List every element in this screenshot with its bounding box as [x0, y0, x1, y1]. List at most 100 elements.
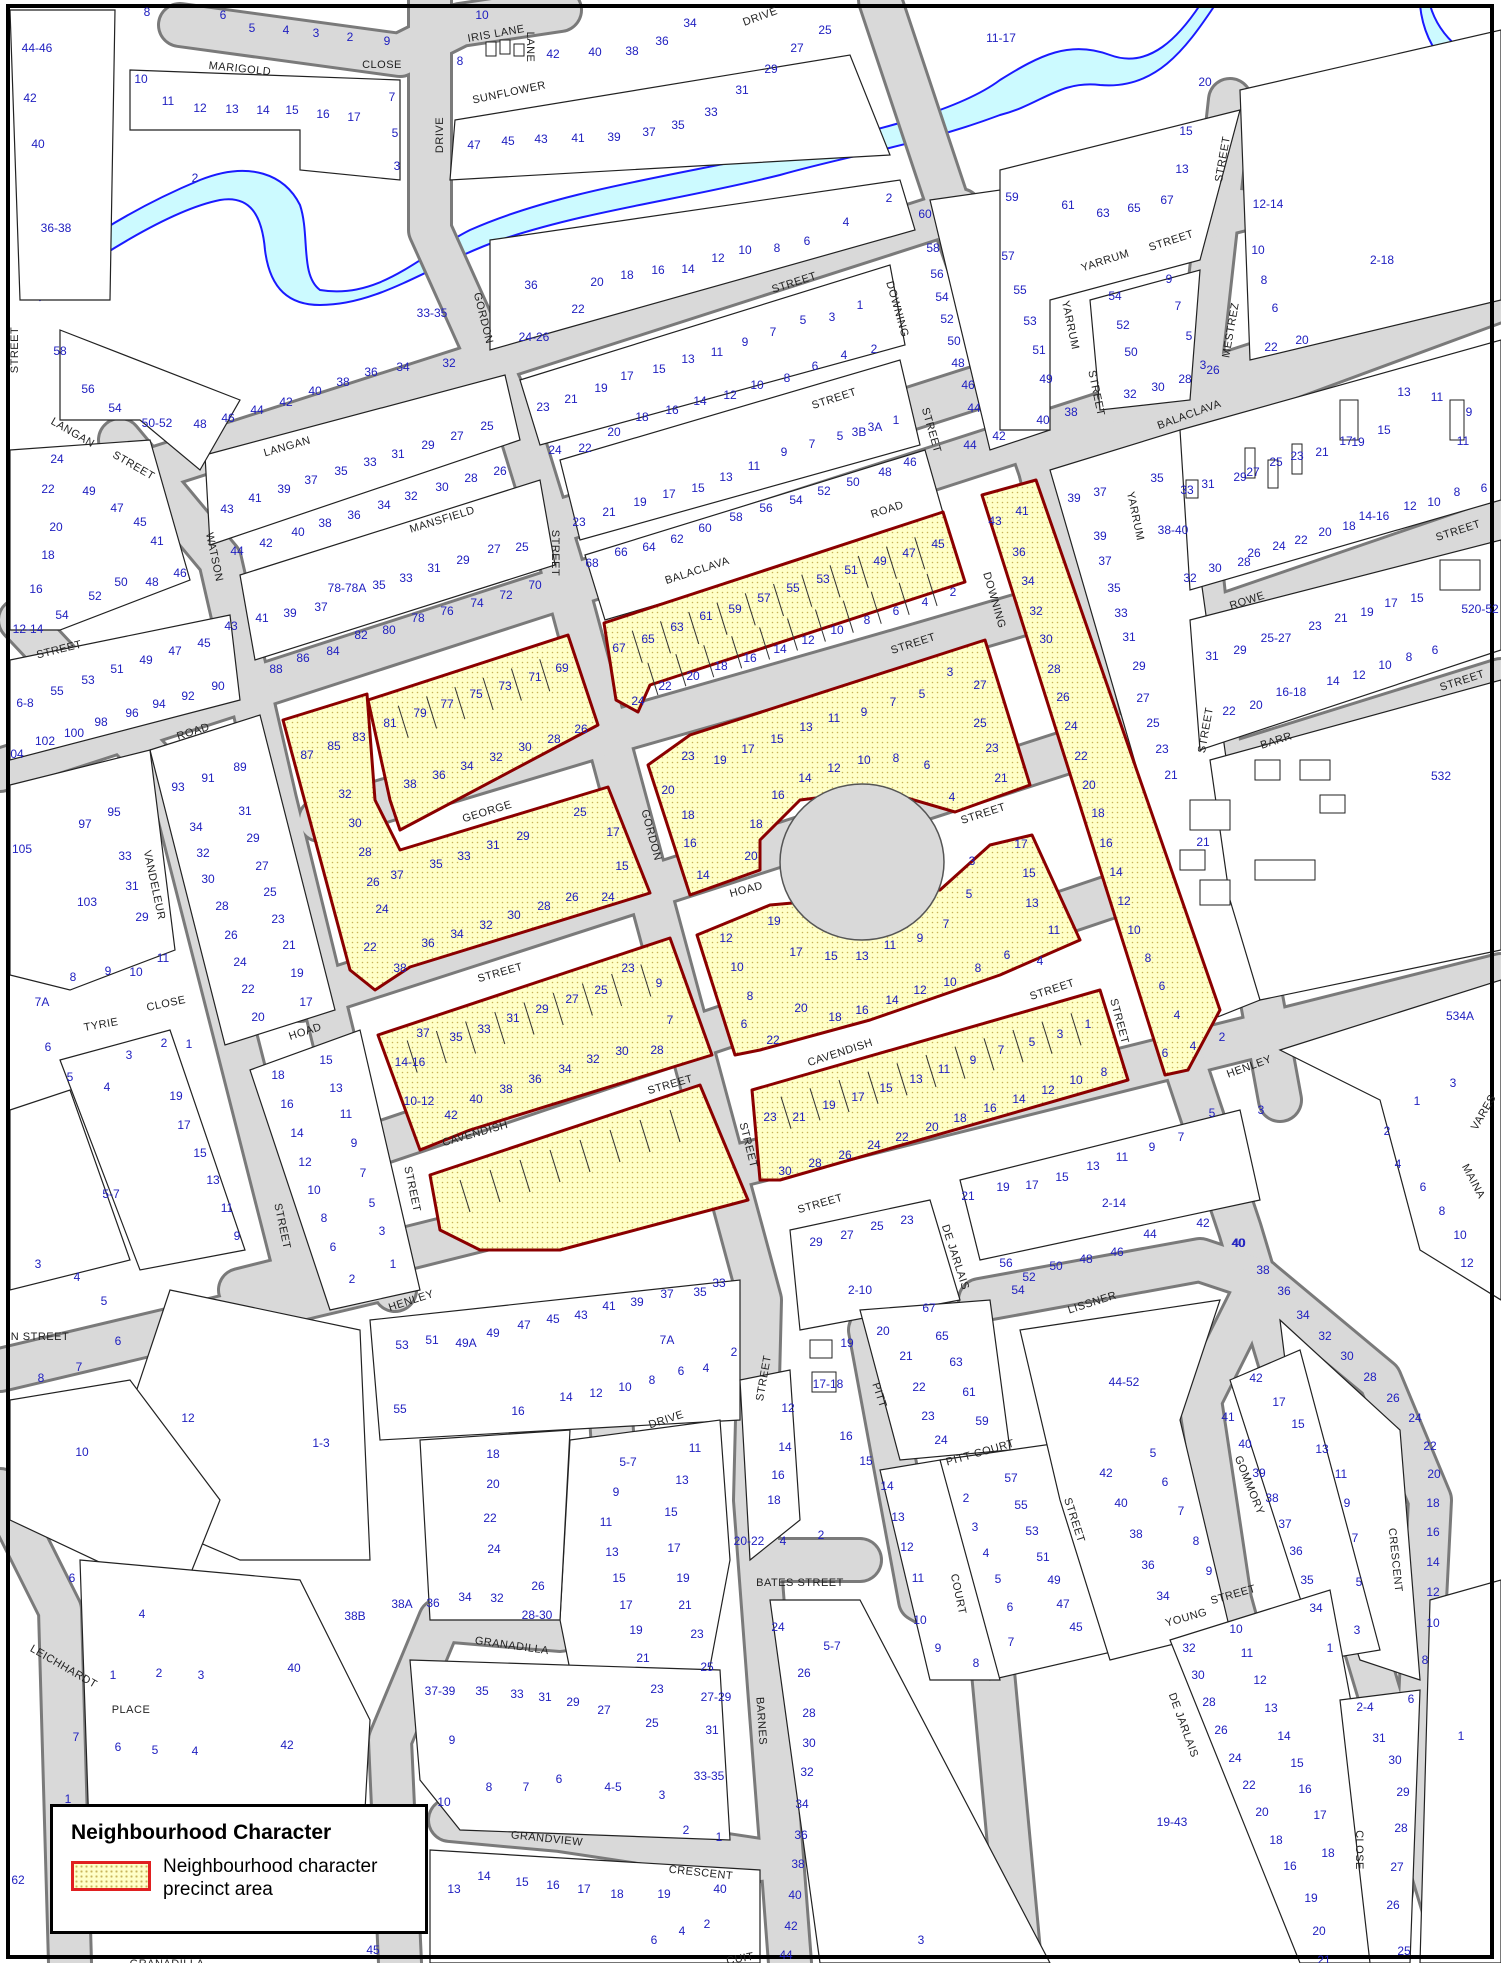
lot-number: 26 [1214, 1723, 1228, 1737]
lot-number: 21 [994, 771, 1008, 785]
lot-number: 14 [1012, 1092, 1026, 1106]
lot-number: 2-10 [848, 1283, 872, 1297]
lot-number: 32 [1318, 1329, 1332, 1343]
lot-number: 24 [1272, 539, 1286, 553]
lot-number: 37 [1098, 554, 1112, 568]
lot-number: 4 [1174, 1008, 1181, 1022]
lot-number: 9 [1466, 405, 1473, 419]
lot-number: 51 [425, 1333, 439, 1347]
lot-number: 19 [767, 914, 781, 928]
lot-number: 9 [742, 335, 749, 349]
lot-number: 43 [220, 502, 234, 516]
lot-number: 33 [1180, 483, 1194, 497]
lot-number: 24 [233, 955, 247, 969]
street-name: STREET [549, 530, 561, 576]
lot-number: 16 [743, 651, 757, 665]
lot-number: 26 [531, 1579, 545, 1593]
lot-number: 4 [74, 1270, 81, 1284]
lot-number: 26 [493, 464, 507, 478]
lot-number: 2 [871, 342, 878, 356]
lot-number: 30 [1388, 1753, 1402, 1767]
lot-number: 29 [135, 910, 149, 924]
lot-number: 21 [792, 1110, 806, 1124]
lot-number: 17 [606, 825, 620, 839]
lot-number: 22 [912, 1380, 926, 1394]
lot-number: 11 [938, 1062, 951, 1076]
lot-number: 57 [757, 591, 771, 605]
lot-boundary [983, 1038, 995, 1071]
lot-number: 22 [1222, 704, 1236, 718]
lot-number: 40 [588, 45, 602, 59]
lot-number: 11 [912, 1571, 925, 1585]
lot-number: 28 [1047, 662, 1061, 676]
lot-number: 56 [930, 267, 944, 281]
lot-number: 10 [475, 8, 489, 22]
lot-number: 37 [314, 600, 328, 614]
lot-number: 39 [277, 482, 291, 496]
lot-number: 41 [602, 1299, 616, 1313]
lot-number: 3 [659, 1788, 666, 1802]
lot-number: 9 [449, 1733, 456, 1747]
lot-number: 54 [55, 608, 69, 622]
lot-number: 20 [590, 275, 604, 289]
lot-boundary [716, 602, 728, 635]
lot-number: 13 [719, 470, 733, 484]
legend-entry-label: Neighbourhood character precinct area [163, 1856, 378, 1900]
lot-number: 39 [1252, 1466, 1266, 1480]
lot-number: 12 [1460, 1256, 1474, 1270]
lot-boundary [675, 654, 687, 687]
lot-number: 40 [1232, 1236, 1246, 1250]
lot-number: 25 [480, 419, 494, 433]
lot-number: 33-35 [417, 306, 448, 320]
lot-number: 35 [475, 1684, 489, 1698]
lot-number: 4 [1037, 954, 1044, 968]
lot-number: 39 [630, 1295, 644, 1309]
lot-number: 26 [224, 928, 238, 942]
lot-number: 38-40 [1158, 523, 1189, 537]
lot-number: 3 [35, 1257, 42, 1271]
lot-number: 15 [859, 1454, 873, 1468]
lot-number: 67 [612, 641, 626, 655]
lot-number: 30 [1151, 380, 1165, 394]
legend-title: Neighbourhood Character [71, 1821, 332, 1844]
lot-number: 14 [290, 1126, 304, 1140]
lot-number: 10 [738, 243, 752, 257]
lot-number: 10 [1426, 1616, 1440, 1630]
lot-number: 44 [1143, 1227, 1157, 1241]
lot-number: 40 [31, 137, 45, 151]
lot-number: 26 [797, 1666, 811, 1680]
lot-number: 2 [704, 1917, 711, 1931]
lot-number: 100 [64, 726, 84, 740]
lot-number: 79 [413, 706, 427, 720]
lot-number: 9 [1166, 272, 1173, 286]
lot-number: 2 [1219, 1030, 1226, 1044]
lot-number: 8 [1406, 650, 1413, 664]
lot-number: 41 [571, 131, 585, 145]
lot-number: 24 [548, 443, 562, 457]
lot-number: 42 [280, 1738, 294, 1752]
lot-number: 2 [950, 585, 957, 599]
lot-number: 19 [290, 966, 304, 980]
lot-number: 18 [610, 1887, 624, 1901]
lot-number: 10 [618, 1380, 632, 1394]
street-name: SUNFLOWER [471, 79, 547, 106]
lot-number: 11 [162, 94, 175, 108]
lot-number: 8 [1101, 1065, 1108, 1079]
lot-number: 40 [1114, 1496, 1128, 1510]
lot-number: 34 [377, 498, 391, 512]
lot-number: 7 [1175, 299, 1182, 313]
lot-number: 10-12 [404, 1094, 435, 1108]
lot-number: 3 [918, 1933, 925, 1947]
lot-number: 52 [88, 589, 102, 603]
lot-number: 67 [922, 1301, 936, 1315]
lot-number: 10 [307, 1183, 321, 1197]
lot-number: 12 [827, 761, 841, 775]
lot-number: 35 [1150, 471, 1164, 485]
lot-number: 8 [1439, 1204, 1446, 1218]
lot-number: 26 [1206, 363, 1220, 377]
lot-number: 28 [1363, 1370, 1377, 1384]
lot-number: 43 [988, 514, 1002, 528]
lot-boundary [898, 582, 910, 615]
lot-number: 21 [602, 505, 616, 519]
lot-number: 38 [336, 375, 350, 389]
